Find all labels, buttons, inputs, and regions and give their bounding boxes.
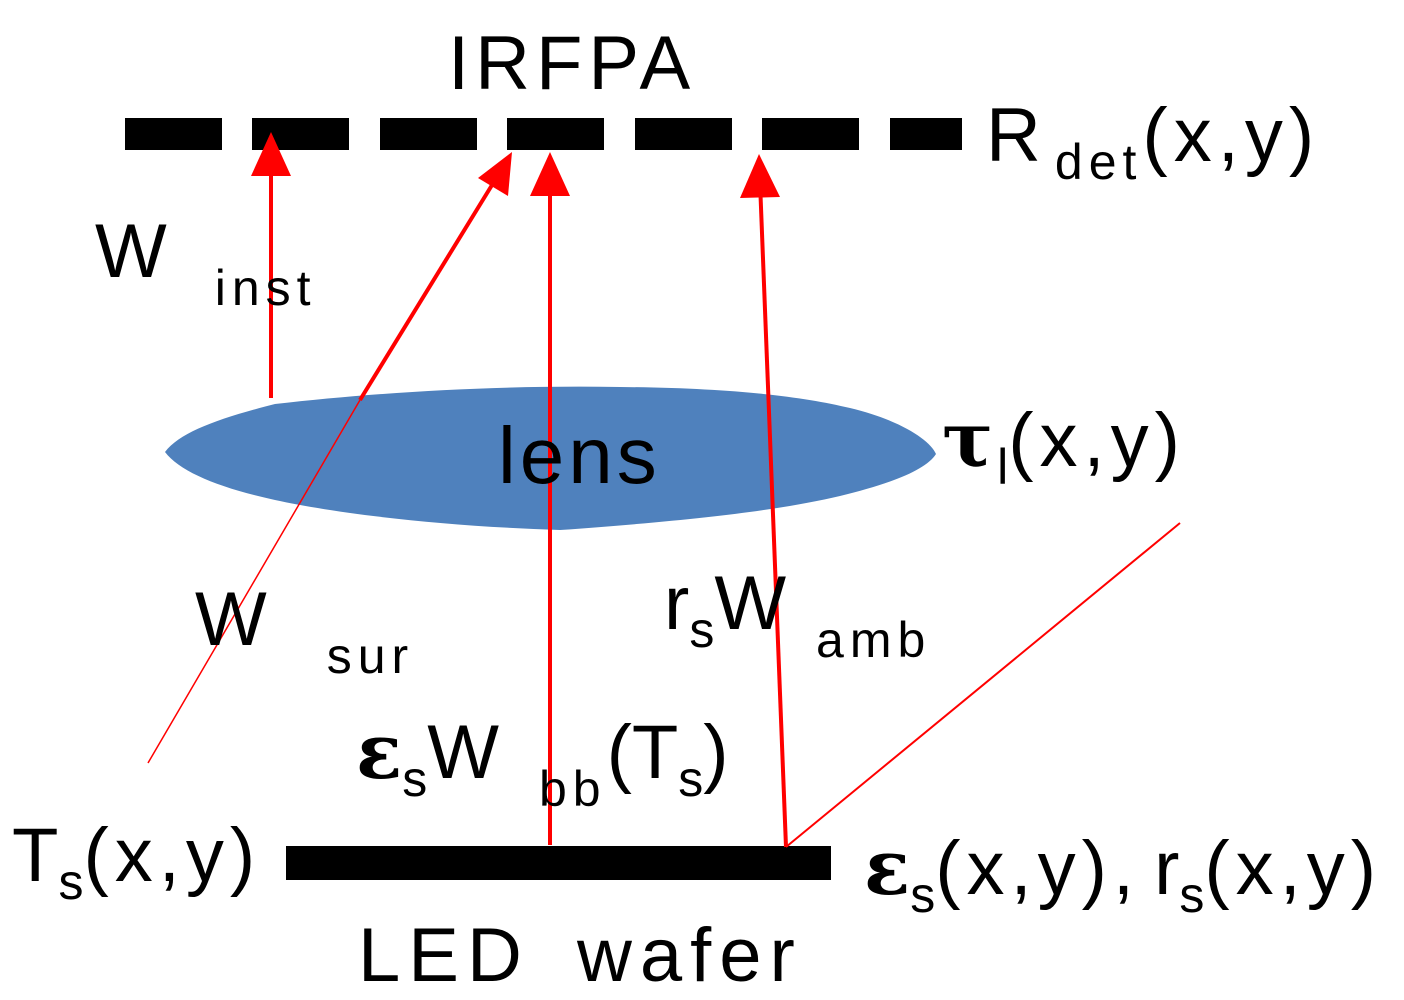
lens-label: lens bbox=[498, 416, 661, 496]
eps-rs-right-label: εs(x,y),rs(x,y) bbox=[864, 830, 1382, 921]
rs-prefix: r bbox=[664, 561, 690, 646]
w-sur-main: W bbox=[195, 577, 267, 662]
tau-sub: l bbox=[997, 439, 1009, 495]
arrowhead-rs-w-amb bbox=[740, 154, 780, 198]
ts-label: Ts(x,y) bbox=[12, 818, 261, 908]
eps-prefix: ε bbox=[356, 707, 403, 796]
w-bb-args-open: (T bbox=[606, 710, 679, 795]
irfpa-title: IRFPA bbox=[448, 26, 696, 102]
ray-w-sur bbox=[358, 170, 502, 402]
tau-args: (x,y) bbox=[1008, 398, 1186, 483]
eps-prefix-sub: s bbox=[402, 751, 428, 807]
irfpa-title-text: IRFPA bbox=[448, 21, 697, 106]
ray-rs-w-amb bbox=[758, 181, 788, 848]
arrowhead-w-sur bbox=[478, 152, 512, 196]
w-amb-main: W bbox=[714, 561, 787, 646]
led-wafer-bar bbox=[286, 846, 831, 880]
ts-main: T bbox=[12, 813, 59, 898]
r-det-main: R bbox=[986, 93, 1041, 178]
w-inst-main: W bbox=[95, 209, 167, 294]
lens-label-text: lens bbox=[498, 411, 661, 500]
detector-pixel bbox=[635, 118, 732, 150]
rs-prefix-sub: s bbox=[689, 602, 715, 658]
eps-right-args: (x,y), bbox=[935, 826, 1141, 911]
ray-w-sur-thin bbox=[147, 399, 361, 764]
led-wafer-label: LED wafer bbox=[358, 918, 803, 994]
w-amb-sub: amb bbox=[816, 612, 932, 668]
arrowhead-eps-w-bb bbox=[530, 152, 570, 196]
detector-pixel bbox=[380, 118, 477, 150]
rs-right-sub: s bbox=[1179, 867, 1205, 923]
arrowhead-w-inst bbox=[251, 132, 291, 176]
r-det-sub: det bbox=[1054, 134, 1143, 190]
led-wafer-text: LED wafer bbox=[358, 913, 803, 998]
w-bb-sub: bb bbox=[538, 761, 607, 817]
w-bb-args-close: ) bbox=[703, 710, 729, 795]
ts-sub: s bbox=[58, 854, 84, 910]
ray-ambient-incident bbox=[785, 522, 1181, 848]
detector-array bbox=[125, 118, 962, 150]
tau-main: τ bbox=[942, 395, 994, 484]
detector-pixel bbox=[507, 118, 604, 150]
eps-right-sub: s bbox=[910, 867, 936, 923]
rs-right-args: (x,y) bbox=[1204, 826, 1383, 911]
detector-pixel bbox=[125, 118, 222, 150]
w-bb-main: W bbox=[427, 710, 499, 795]
w-sur-sub: sur bbox=[326, 628, 415, 684]
ts-args: (x,y) bbox=[83, 813, 262, 898]
detector-pixel bbox=[890, 118, 962, 150]
r-det-args: (x,y) bbox=[1142, 93, 1321, 178]
w-inst-sub: inst bbox=[214, 260, 317, 316]
rs-right-main: r bbox=[1154, 826, 1180, 911]
w-bb-args-sub: s bbox=[678, 751, 704, 807]
detector-pixel bbox=[762, 118, 859, 150]
tau-label: τl(x,y) bbox=[942, 402, 1186, 493]
eps-right-main: ε bbox=[864, 823, 911, 912]
